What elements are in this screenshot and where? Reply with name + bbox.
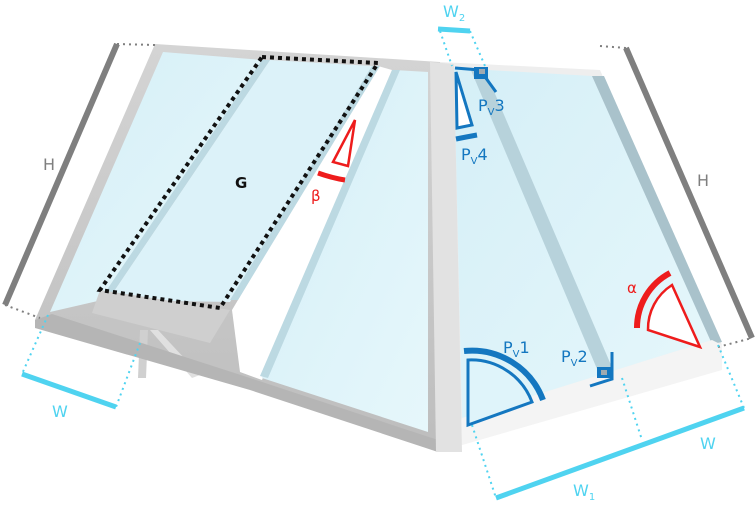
- width-2-base: W: [443, 2, 459, 21]
- profile-marker-2: PV2: [561, 347, 614, 388]
- angle-alpha-label: α: [627, 279, 637, 297]
- profile-marker-4: PV4: [454, 71, 488, 167]
- angle-beta-marker: β: [311, 119, 357, 205]
- height-left-label: H: [43, 155, 55, 174]
- width-1-base: W: [573, 481, 589, 500]
- corner-post: [430, 62, 462, 452]
- right-face-sill: [438, 340, 722, 452]
- mullion: [260, 70, 400, 378]
- profile-1-label: PV1: [503, 338, 530, 360]
- left-face-sill: [35, 314, 438, 452]
- width-2-sub: 2: [459, 13, 465, 24]
- width-1-label: W1: [573, 481, 595, 503]
- mullion: [230, 66, 380, 300]
- vent-glass-pane: [108, 60, 372, 302]
- profile-marker-1: PV1: [463, 338, 546, 428]
- dimension-width-left: W: [21, 314, 141, 421]
- height-right-label: H: [697, 171, 709, 190]
- dimension-width-1: W1 W: [471, 344, 745, 503]
- width-2-label: W2: [443, 2, 465, 24]
- profile-4-label: PV4: [461, 145, 488, 167]
- dimension-width-2: W2: [437, 2, 486, 67]
- width-1-sub: 1: [589, 492, 595, 503]
- hip-mullion: [470, 68, 614, 376]
- width-right-label: W: [700, 434, 716, 453]
- profile-marker-3: PV3: [454, 66, 505, 118]
- vent-label: G: [235, 174, 247, 192]
- mullion: [100, 60, 270, 300]
- angle-beta-label: β: [311, 187, 321, 205]
- right-glass-pane-left-face: [262, 70, 428, 432]
- right-edge-rafter: [592, 76, 722, 344]
- dimension-height-left: H: [2, 42, 156, 319]
- left-roof-face: [35, 44, 440, 452]
- profile-3-label: PV3: [478, 96, 505, 118]
- dimension-height-right: H: [599, 45, 755, 348]
- vent-sash-bottom: [92, 290, 230, 343]
- angle-alpha-marker: α: [627, 270, 703, 350]
- width-left-label: W: [52, 402, 68, 421]
- profile-2-label: PV2: [561, 347, 588, 369]
- left-glass-pane: [50, 52, 262, 312]
